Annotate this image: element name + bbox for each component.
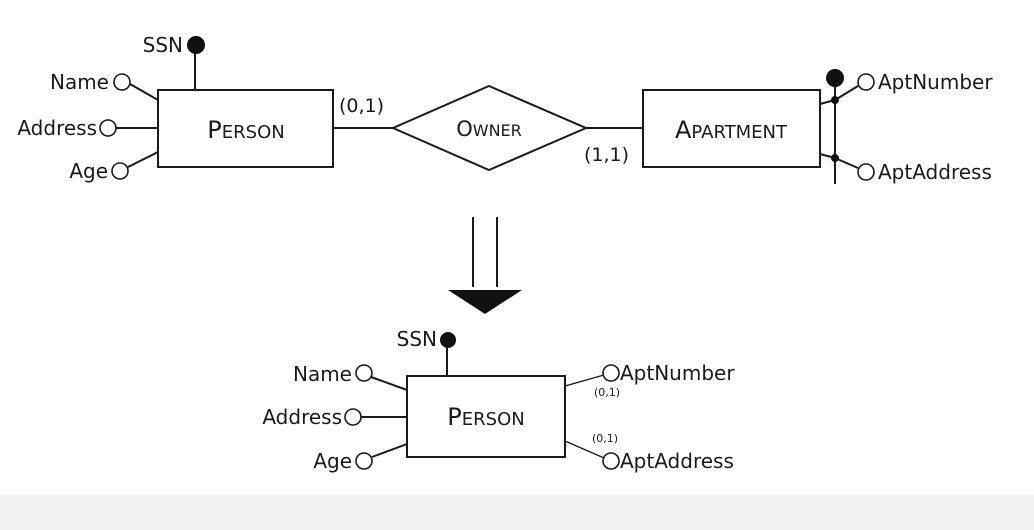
bottom-address-label: Address: [262, 405, 342, 429]
owner-relationship-label: OWNER: [456, 117, 522, 141]
bottom-person-entity-label: PERSON: [447, 403, 524, 431]
bottom-apt-address-connector: [564, 440, 605, 459]
bottom-apt-number-attribute-circle: [602, 364, 620, 382]
address-label: Address: [17, 116, 97, 140]
bottom-apt-address-label: AptAddress: [620, 449, 734, 473]
bottom-name-connector: [370, 376, 408, 391]
age-connector: [127, 151, 159, 168]
age-label: Age: [69, 159, 108, 183]
apt-address-attribute-circle: [857, 163, 875, 181]
down-arrow-icon: [448, 290, 522, 314]
apt-address-connector: [834, 157, 859, 169]
apartment-identifier-dot: [826, 69, 844, 87]
apartment-entity-box: [642, 89, 821, 168]
bottom-name-attribute-circle: [355, 364, 373, 382]
bottom-person-entity-box: [406, 375, 566, 458]
apartment-cardinality: (1,1): [584, 144, 629, 166]
bottom-apt-number-label: AptNumber: [620, 361, 735, 385]
bottom-name-label: Name: [293, 362, 352, 386]
bottom-apt-address-cardinality: (0,1): [592, 432, 618, 445]
name-connector: [129, 83, 159, 101]
name-attribute-circle: [113, 73, 131, 91]
ssn-identifier-dot: [187, 36, 205, 54]
bottom-age-connector: [371, 443, 408, 458]
address-attribute-circle: [99, 119, 117, 137]
apt-number-attribute-circle: [857, 73, 875, 91]
age-attribute-circle: [111, 162, 129, 180]
bottom-ssn-label: SSN: [397, 327, 437, 351]
bottom-age-label: Age: [313, 449, 352, 473]
footer-band: [0, 495, 1034, 530]
person-cardinality: (0,1): [339, 95, 384, 117]
bottom-apt-address-attribute-circle: [602, 452, 620, 470]
apartment-entity-label: APARTMENT: [675, 116, 788, 144]
ssn-label: SSN: [143, 33, 183, 57]
person-entity-label: PERSON: [207, 116, 284, 144]
apt-address-label: AptAddress: [878, 160, 992, 184]
bottom-ssn-identifier-dot: [440, 332, 456, 348]
name-label: Name: [50, 70, 109, 94]
bottom-address-attribute-circle: [344, 408, 362, 426]
bottom-apt-number-cardinality: (0,1): [594, 386, 620, 399]
apt-number-label: AptNumber: [878, 70, 993, 94]
apt-number-connector: [834, 85, 859, 101]
bottom-apt-number-connector: [564, 374, 605, 387]
bottom-age-attribute-circle: [355, 452, 373, 470]
person-entity-box: [157, 89, 334, 168]
